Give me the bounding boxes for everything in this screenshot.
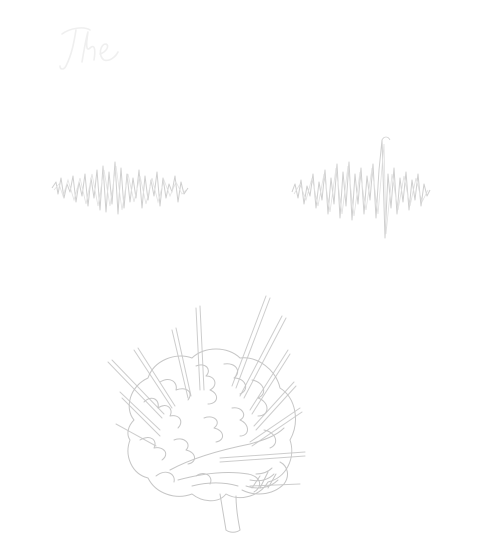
eeg-waveform-icon xyxy=(291,139,431,239)
eeg-waveform-right xyxy=(291,136,431,239)
brain-with-electrodes-icon xyxy=(107,295,306,533)
brain-with-electrodes-illustration xyxy=(107,295,306,533)
handwritten-title-mark xyxy=(59,27,119,70)
eeg-waveform-icon xyxy=(51,161,189,215)
eeg-waveform-left xyxy=(51,161,189,215)
